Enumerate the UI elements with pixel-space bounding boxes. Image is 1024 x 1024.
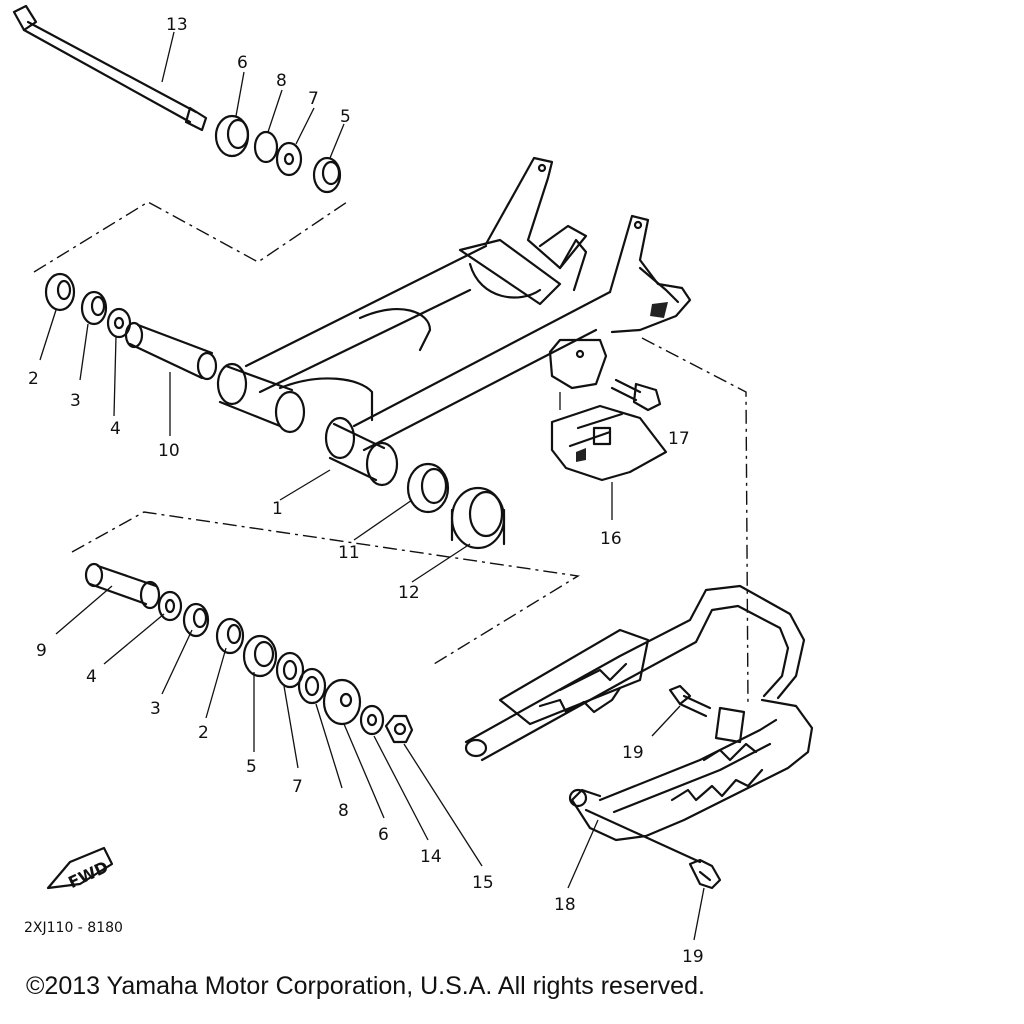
callout-10: 10 [158,441,180,461]
callout-2: 2 [28,369,39,389]
footrest-bar [464,584,814,864]
callout-14: 14 [420,847,442,867]
callout-17: 17 [668,429,690,449]
callout-7-lower: 7 [292,777,303,797]
callout-3-lower: 3 [150,699,161,719]
fwd-arrow-icon: FWD [46,846,114,892]
chain-slider [550,404,668,482]
callout-5: 5 [340,107,351,127]
upper-assembly-line [33,199,351,273]
callout-9: 9 [36,641,47,661]
callout-13: 13 [166,15,188,35]
footrest-bolt-lower [688,858,722,890]
callout-15: 15 [472,873,494,893]
swingarm [216,156,692,487]
callout-8-lower: 8 [338,801,349,821]
slider-bolt [610,378,662,412]
upper-bushing-set [44,272,218,381]
fwd-label: FWD [65,857,111,892]
pivot-shaft [12,4,208,132]
copyright-notice: ©2013 Yamaha Motor Corporation, U.S.A. A… [26,972,705,1000]
callout-3: 3 [70,391,81,411]
callout-19-upper: 19 [622,743,644,763]
callout-19-lower: 19 [682,947,704,967]
upper-bearing-stack [214,114,342,194]
callout-numbers: 13 6 8 7 5 2 3 4 10 1 11 12 17 16 9 4 3 … [28,15,704,967]
callout-11: 11 [338,543,360,563]
leader-lines [39,31,705,941]
callout-12: 12 [398,583,420,603]
callout-1: 1 [272,499,283,519]
callout-5-lower: 5 [246,757,257,777]
callout-4: 4 [110,419,121,439]
lower-seal-stack [242,634,414,744]
pivot-bearings [406,462,506,550]
diagram-code: 2XJ110 - 8180 [24,920,123,936]
lower-assembly-line [71,511,581,665]
footrest-bolt-upper [668,684,712,718]
callout-18: 18 [554,895,576,915]
callout-16: 16 [600,529,622,549]
callout-8: 8 [276,71,287,91]
callout-4-lower: 4 [86,667,97,687]
callout-7: 7 [308,89,319,109]
footrest-mount-line [641,337,749,707]
callout-6: 6 [237,53,248,73]
callout-2-lower: 2 [198,723,209,743]
lower-bushing-set [84,562,245,655]
callout-6-lower: 6 [378,825,389,845]
